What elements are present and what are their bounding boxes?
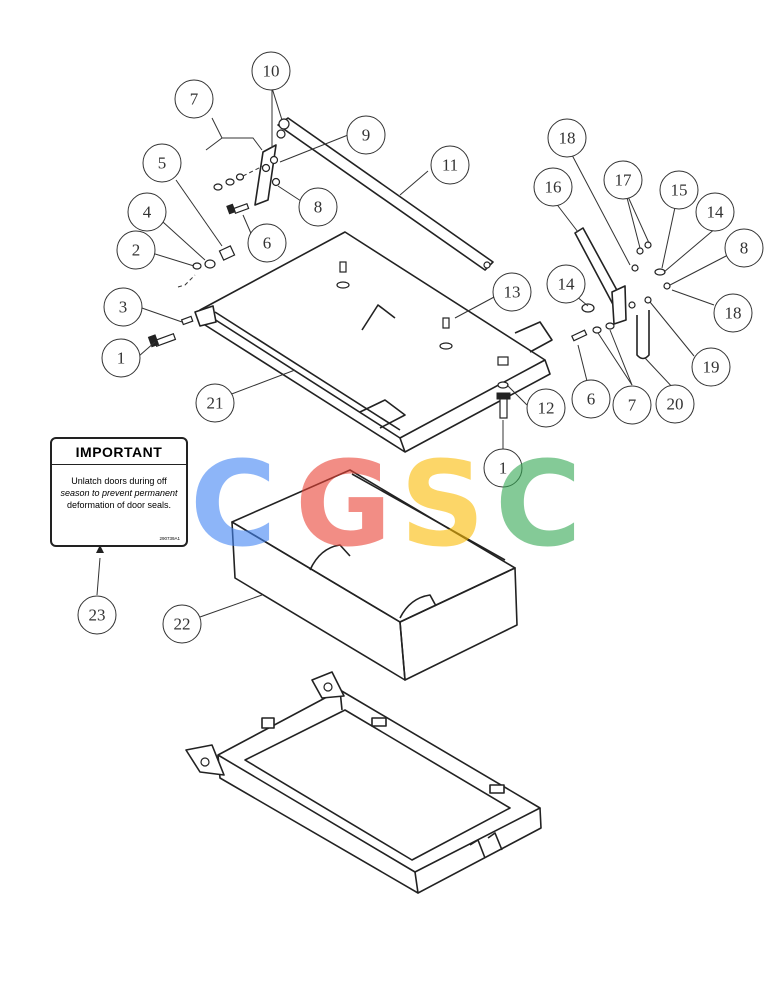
svg-text:19: 19 xyxy=(703,358,720,377)
mesh-basket xyxy=(231,469,518,681)
decal-title: IMPORTANT xyxy=(52,439,186,465)
svg-text:1: 1 xyxy=(117,349,126,368)
callout-15: 15 xyxy=(659,170,699,210)
frame-tray xyxy=(185,671,542,894)
decal-line-2a: season to xyxy=(60,488,102,498)
svg-text:15: 15 xyxy=(671,181,688,200)
callout-5: 5 xyxy=(142,143,182,183)
center-bolt-nut xyxy=(496,356,511,419)
cover-panel xyxy=(194,231,553,453)
callout-12: 12 xyxy=(526,388,566,428)
svg-text:20: 20 xyxy=(667,395,684,414)
svg-text:10: 10 xyxy=(263,62,280,81)
svg-text:8: 8 xyxy=(314,198,323,217)
svg-text:9: 9 xyxy=(362,126,371,145)
svg-text:11: 11 xyxy=(442,156,458,175)
callout-11: 11 xyxy=(430,145,470,185)
callout-21: 21 xyxy=(195,383,235,423)
callout-14a: 14 xyxy=(695,192,735,232)
callout-6a: 6 xyxy=(247,223,287,263)
svg-text:3: 3 xyxy=(119,298,128,317)
svg-text:4: 4 xyxy=(143,203,152,222)
decal-message: Unlatch doors during off season to preve… xyxy=(52,465,186,511)
callout-2: 2 xyxy=(116,230,156,270)
callout-18a: 18 xyxy=(547,118,587,158)
callout-1a: 1 xyxy=(101,338,141,378)
callout-16: 16 xyxy=(533,167,573,207)
decal-line-2b: prevent permanent xyxy=(101,488,178,498)
callout-8a: 8 xyxy=(298,187,338,227)
svg-text:1: 1 xyxy=(499,459,508,478)
callout-8b: 8 xyxy=(724,228,764,268)
left-hinge-assembly xyxy=(213,118,290,215)
callout-10: 10 xyxy=(251,51,291,91)
svg-text:12: 12 xyxy=(538,399,555,418)
callout-13: 13 xyxy=(492,272,532,312)
left-lid-hardware xyxy=(147,245,236,348)
right-latch-assembly xyxy=(571,227,671,360)
svg-text:23: 23 xyxy=(89,606,106,625)
svg-text:7: 7 xyxy=(190,90,199,109)
svg-text:18: 18 xyxy=(725,304,742,323)
svg-text:13: 13 xyxy=(504,283,521,302)
svg-text:16: 16 xyxy=(545,178,562,197)
callout-23-arrowhead xyxy=(96,545,104,553)
svg-text:5: 5 xyxy=(158,154,167,173)
svg-text:2: 2 xyxy=(132,241,141,260)
svg-text:7: 7 xyxy=(628,396,637,415)
callout-22: 22 xyxy=(162,604,202,644)
svg-text:22: 22 xyxy=(174,615,191,634)
svg-text:6: 6 xyxy=(587,390,596,409)
svg-text:6: 6 xyxy=(263,234,272,253)
callout-1b: 1 xyxy=(483,448,523,488)
callout-4: 4 xyxy=(127,192,167,232)
callout-9: 9 xyxy=(346,115,386,155)
callout-17: 17 xyxy=(603,160,643,200)
decal-part-code: 290739A1 xyxy=(159,536,180,541)
svg-text:14: 14 xyxy=(558,275,576,294)
important-decal: IMPORTANT Unlatch doors during off seaso… xyxy=(50,437,188,547)
svg-text:18: 18 xyxy=(559,129,576,148)
svg-text:8: 8 xyxy=(740,239,749,258)
callout-19: 19 xyxy=(691,347,731,387)
lid-stud-lower xyxy=(439,317,453,350)
svg-text:14: 14 xyxy=(707,203,725,222)
callout-23: 23 xyxy=(77,595,117,635)
callout-7a: 7 xyxy=(174,79,214,119)
decal-line-1: Unlatch doors during off xyxy=(71,476,167,486)
callout-7b: 7 xyxy=(612,385,652,425)
callout-6b: 6 xyxy=(571,379,611,419)
callout-20: 20 xyxy=(655,384,695,424)
callout-3: 3 xyxy=(103,287,143,327)
decal-line-3: deformation of door seals. xyxy=(66,500,172,510)
svg-text:17: 17 xyxy=(615,171,633,190)
callout-14b: 14 xyxy=(546,264,586,304)
leader-lines xyxy=(96,87,729,618)
lid-stud-upper xyxy=(336,261,350,289)
svg-text:21: 21 xyxy=(207,394,224,413)
callout-18b: 18 xyxy=(713,293,753,333)
